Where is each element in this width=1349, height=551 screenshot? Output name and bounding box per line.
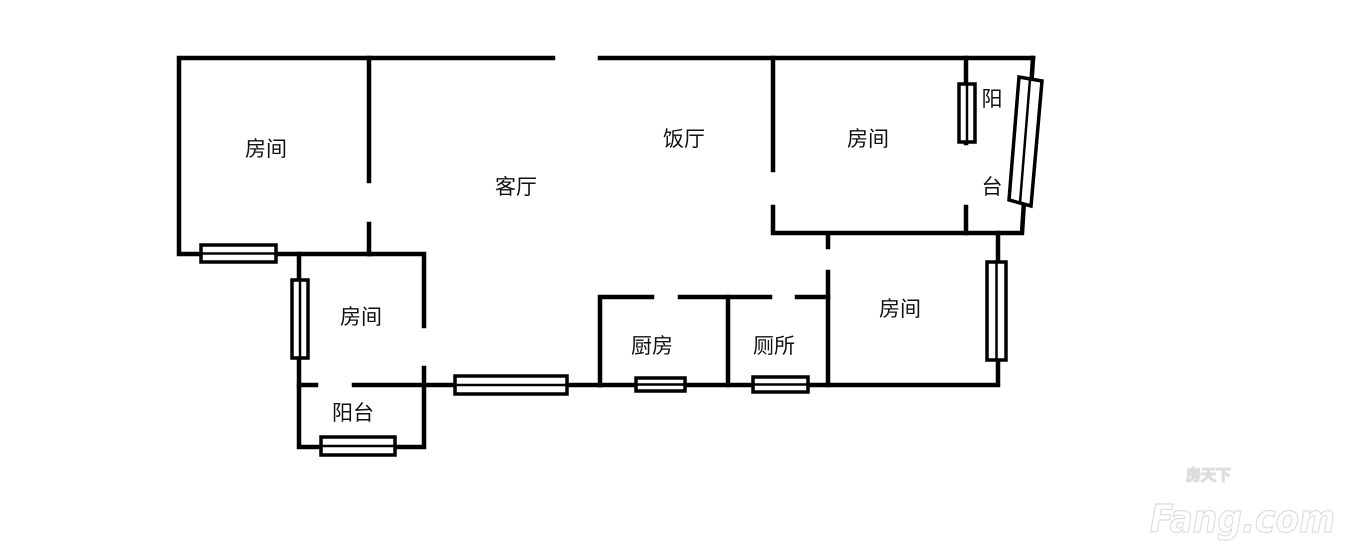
label-bedroom-small: 房间	[340, 305, 382, 329]
watermark-en: Fang.com	[1150, 497, 1335, 541]
label-bedroom-top-left: 房间	[245, 137, 287, 161]
watermark-cn: 房天下	[1186, 466, 1231, 484]
label-bedroom-top-right: 房间	[847, 127, 889, 151]
watermark-logo: 房天下 Fang.com	[1149, 465, 1335, 541]
windows	[199, 74, 1044, 457]
label-kitchen: 厨房	[631, 334, 673, 358]
room-labels: 房间 客厅 饭厅 房间 阳 台 房间 阳台 厨房 厕所 房间	[245, 87, 1003, 425]
label-balcony-right-1: 阳	[982, 87, 1003, 111]
label-living-room: 客厅	[495, 175, 537, 199]
label-toilet: 厕所	[753, 334, 795, 358]
label-balcony-left: 阳台	[332, 401, 374, 425]
label-dining-room: 饭厅	[663, 127, 705, 151]
label-bedroom-bottom-right: 房间	[879, 297, 921, 321]
walls	[176, 55, 1036, 450]
label-balcony-right-2: 台	[982, 175, 1003, 199]
